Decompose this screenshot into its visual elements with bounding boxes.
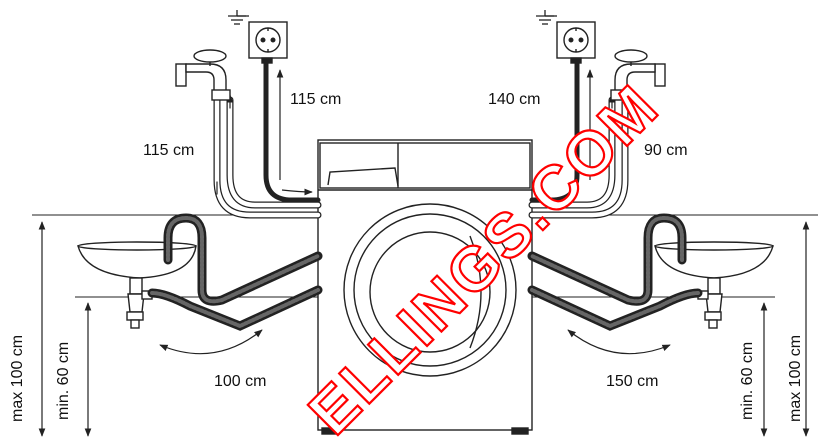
- sink-drain-left: [129, 277, 143, 295]
- label-drain-left: 100 cm: [214, 373, 266, 390]
- height-arrows: [38, 221, 810, 437]
- drain-swing-arcs: [159, 329, 671, 355]
- door-inner-ring: [353, 213, 507, 367]
- control-panel: [319, 142, 531, 189]
- machine-foot-left: [321, 427, 339, 435]
- sink-drain-right: [707, 277, 721, 295]
- sink-right: [654, 241, 774, 329]
- washing-machine: [317, 139, 533, 435]
- label-min-height-left: min. 60 cm: [55, 342, 72, 420]
- drain-hoses-right: [527, 213, 703, 331]
- sink-basin-left: [77, 245, 197, 279]
- ground-symbol-left: [228, 10, 249, 25]
- drain-hoses-left: [147, 213, 323, 331]
- tap-handle-right: [614, 49, 648, 63]
- dimension-labels: 115 cm 115 cm 140 cm 90 cm 100 cm 150 cm…: [9, 91, 804, 422]
- power-socket-left: [248, 21, 288, 64]
- socket-face-left: [255, 27, 281, 53]
- ground-symbol-right: [536, 10, 557, 25]
- swing-arc-left: [159, 329, 263, 355]
- door-glass: [369, 231, 491, 353]
- door-handle: [469, 235, 482, 349]
- label-inlet-right: 90 cm: [644, 142, 688, 159]
- tap-wall-flange-left: [175, 63, 187, 87]
- tap-nozzle-left: [211, 89, 231, 101]
- label-max-height-right: max 100 cm: [787, 335, 804, 422]
- label-power-right: 140 cm: [488, 91, 540, 108]
- detergent-drawer: [327, 167, 399, 187]
- sink-basin-right: [654, 245, 774, 279]
- label-drain-right: 150 cm: [606, 373, 658, 390]
- inlet-hose-right: [528, 91, 629, 219]
- water-tap-right: [610, 49, 666, 101]
- socket-face-right: [563, 27, 589, 53]
- tap-nozzle-right: [610, 89, 630, 101]
- power-cable-right: [529, 59, 594, 203]
- power-socket-right: [556, 21, 596, 64]
- water-tap-left: [175, 49, 231, 101]
- machine-foot-right: [511, 427, 529, 435]
- power-cable-left: [263, 59, 321, 203]
- label-min-height-right: min. 60 cm: [739, 342, 756, 420]
- sink-left: [77, 241, 197, 329]
- label-max-height-left: max 100 cm: [9, 335, 26, 422]
- tap-handle-left: [193, 49, 227, 63]
- label-inlet-left: 115 cm: [143, 142, 194, 159]
- label-power-left: 115 cm: [290, 91, 341, 108]
- inlet-hose-left: [213, 91, 322, 219]
- tap-wall-flange-right: [654, 63, 666, 87]
- swing-arc-right: [567, 329, 671, 355]
